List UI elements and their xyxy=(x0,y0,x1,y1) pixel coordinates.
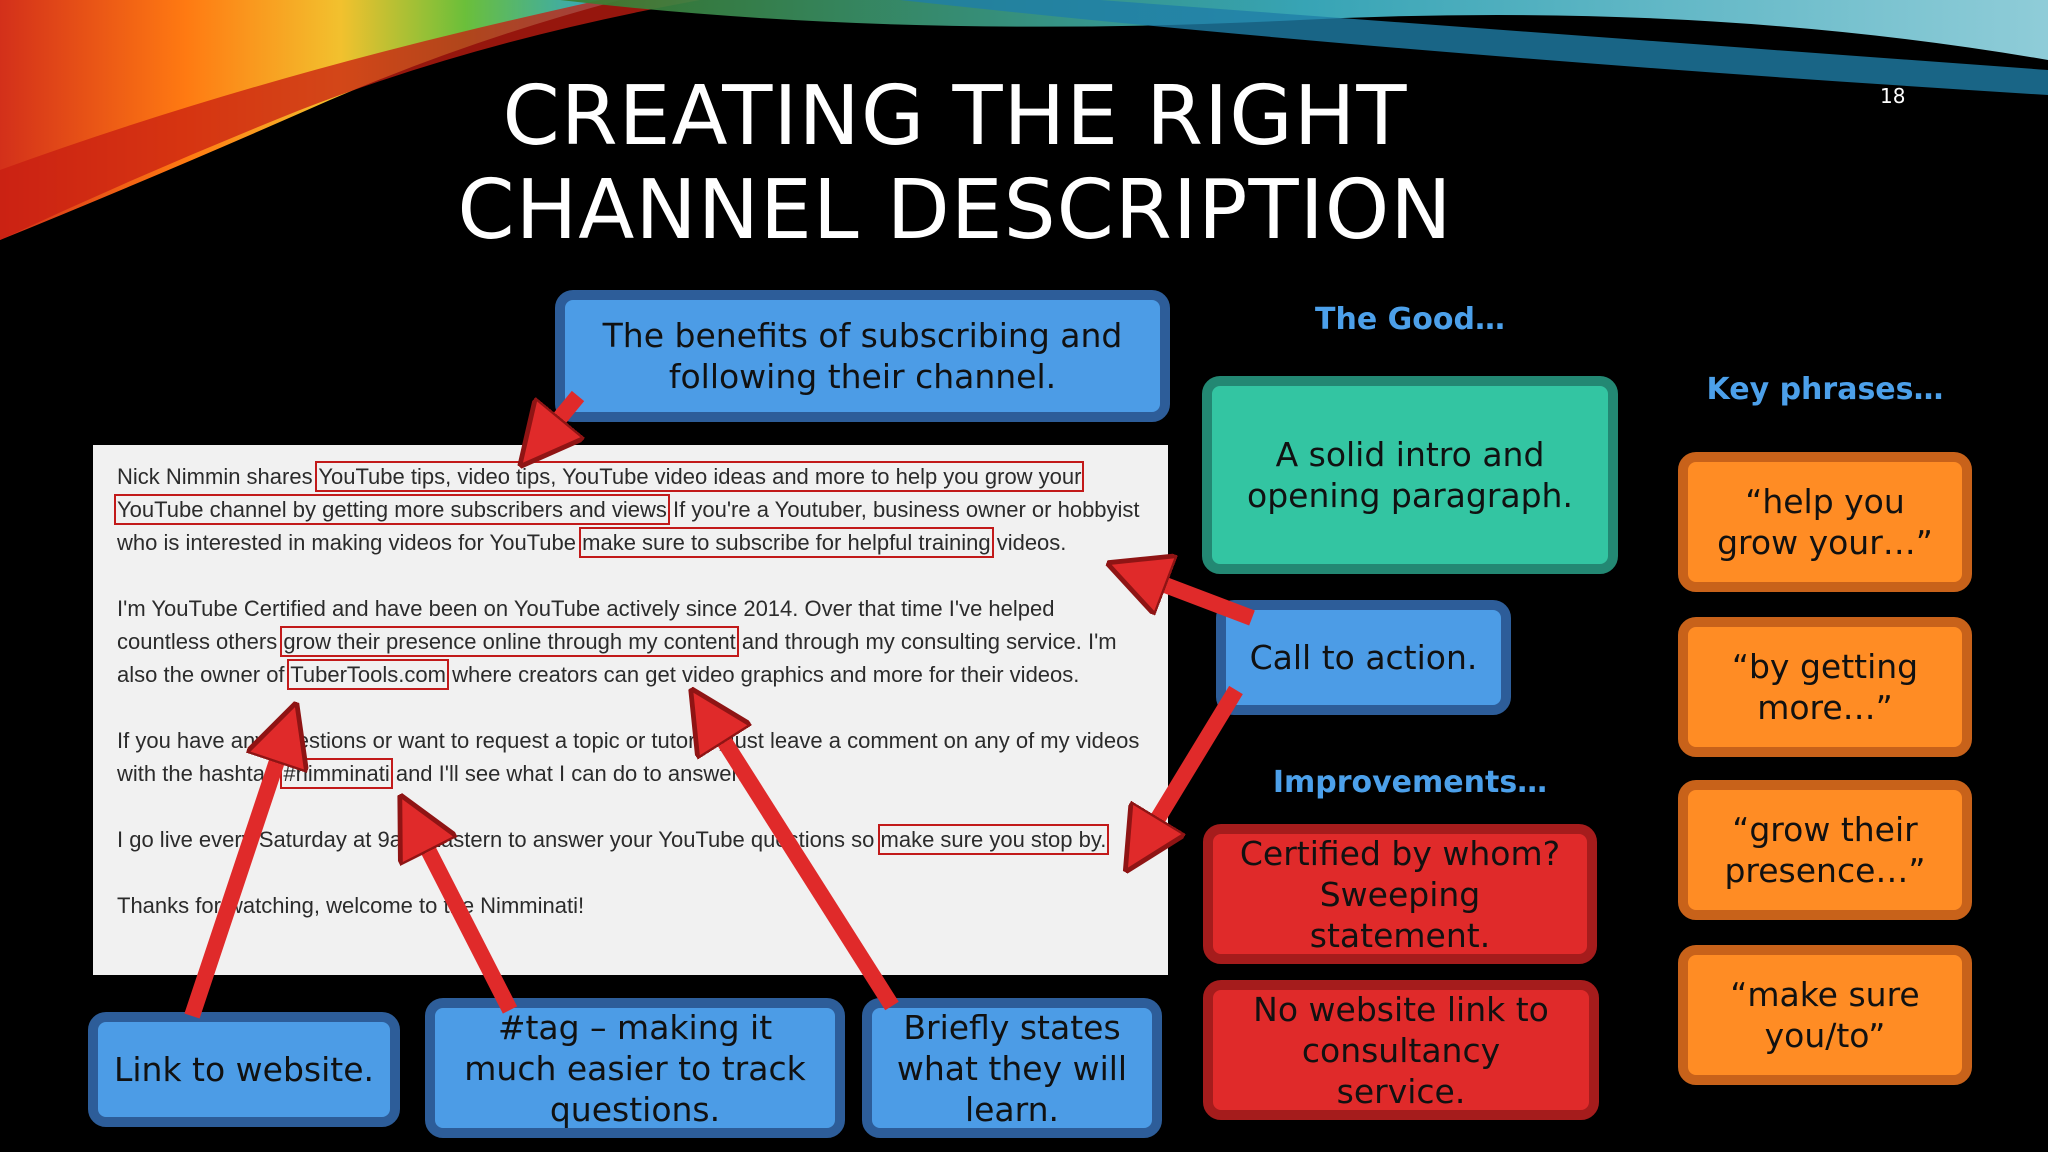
key-phrase-2: “by getting more…” xyxy=(1678,617,1972,757)
decorative-swoosh xyxy=(0,0,2048,240)
description-paragraph-5: Thanks for watching, welcome to the Nimm… xyxy=(117,893,585,918)
slide-title: CREATING THE RIGHT CHANNEL DESCRIPTION xyxy=(440,70,1470,258)
description-paragraph-3: If you have any questions or want to req… xyxy=(117,724,1148,790)
description-paragraph-2: I'm YouTube Certified and have been on Y… xyxy=(117,592,1148,691)
text: I'm YouTube Certified and have been on Y… xyxy=(117,596,1055,654)
highlight-stop-by: make sure you stop by. xyxy=(877,824,1110,855)
callout-briefly-states: Briefly states what they will learn. xyxy=(862,998,1162,1138)
key-phrases-heading: Key phrases… xyxy=(1706,372,1944,407)
text: where creators can get video graphics an… xyxy=(445,662,1080,687)
callout-benefits: The benefits of subscribing and followin… xyxy=(555,290,1170,422)
text: and I'll see what I can do to answer. xyxy=(389,761,744,786)
key-phrase-2-text: “by getting more…” xyxy=(1731,647,1919,727)
key-phrase-1: “help you grow your…” xyxy=(1678,452,1972,592)
improvement-item-2-text: No website link to consultancy service. xyxy=(1253,989,1549,1111)
key-phrase-3: “grow their presence…” xyxy=(1678,780,1972,920)
description-paragraph-1: Nick Nimmin shares YouTube tips, video t… xyxy=(114,460,1148,559)
key-phrase-4-text: “make sure you/to” xyxy=(1730,975,1920,1055)
highlight-hashtag: #nimminati xyxy=(280,758,393,789)
callout-link-to-website-text: Link to website. xyxy=(113,1050,375,1089)
text: If you're a Youtuber, business owner or … xyxy=(117,497,1140,555)
highlight-grow-presence: grow their presence online through my co… xyxy=(280,626,739,657)
callout-call-to-action: Call to action. xyxy=(1216,600,1511,715)
improvements-heading: Improvements… xyxy=(1272,765,1548,800)
key-phrase-4: “make sure you/to” xyxy=(1678,945,1972,1085)
key-phrase-1-text: “help you grow your…” xyxy=(1717,482,1933,562)
callout-call-to-action-text: Call to action. xyxy=(1249,638,1478,677)
improvement-item-2: No website link to consultancy service. xyxy=(1203,980,1599,1120)
callout-hashtag: #tag – making it much easier to track qu… xyxy=(425,998,845,1138)
text: I go live every Saturday at 9am Eastern … xyxy=(117,827,881,852)
callout-hashtag-text: #tag – making it much easier to track qu… xyxy=(464,1007,806,1129)
good-item: A solid intro and opening paragraph. xyxy=(1202,376,1618,574)
key-phrase-3-text: “grow their presence…” xyxy=(1724,810,1926,890)
highlight-subscribe-cta: make sure to subscribe for helpful train… xyxy=(579,527,994,558)
text: and through my consulting service. I'm a… xyxy=(117,629,1117,687)
text: videos. xyxy=(990,530,1067,555)
title-line-2: CHANNEL DESCRIPTION xyxy=(457,163,1453,258)
improvement-item-1-text: Certified by whom? Sweeping statement. xyxy=(1239,833,1561,955)
improvement-item-1: Certified by whom? Sweeping statement. xyxy=(1203,824,1597,964)
text: Nick Nimmin shares xyxy=(117,464,319,489)
channel-description-screenshot: Nick Nimmin shares YouTube tips, video t… xyxy=(93,445,1168,975)
callout-briefly-states-text: Briefly states what they will learn. xyxy=(896,1007,1128,1129)
good-item-text: A solid intro and opening paragraph. xyxy=(1247,435,1573,515)
title-line-1: CREATING THE RIGHT xyxy=(502,69,1408,164)
description-paragraph-4: I go live every Saturday at 9am Eastern … xyxy=(117,823,1148,856)
good-heading: The Good… xyxy=(1315,302,1505,337)
callout-link-to-website: Link to website. xyxy=(88,1012,400,1127)
callout-benefits-text: The benefits of subscribing and followin… xyxy=(602,316,1123,396)
page-number: 18 xyxy=(1880,84,1906,108)
highlight-website-link: TuberTools.com xyxy=(287,659,449,690)
highlight-subscribers-views: YouTube channel by getting more subscrib… xyxy=(114,494,670,525)
highlight-grow-channel: YouTube tips, video tips, YouTube video … xyxy=(315,461,1085,492)
